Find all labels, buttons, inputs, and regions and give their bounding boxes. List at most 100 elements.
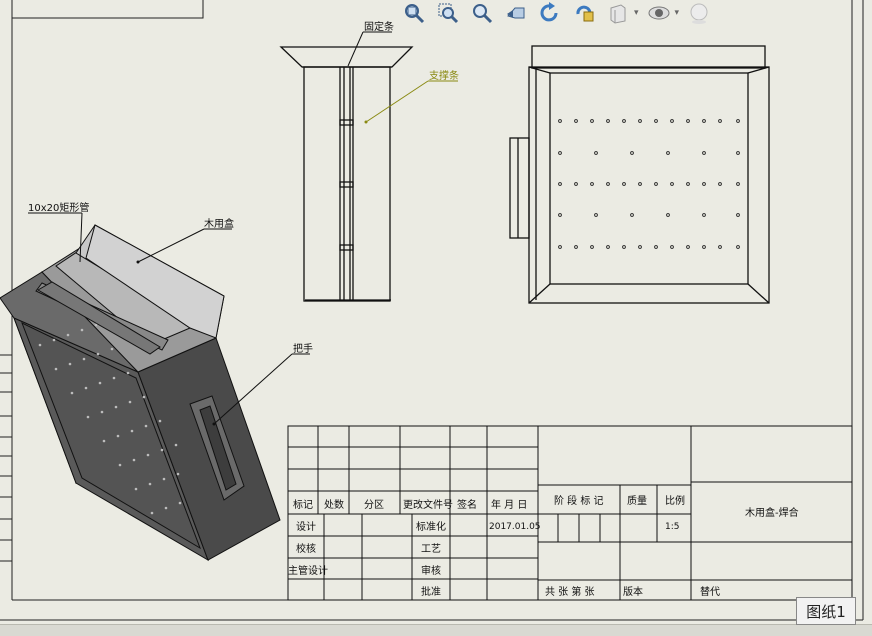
hole [574, 182, 578, 186]
iso-hole [80, 328, 84, 332]
hole [702, 151, 706, 155]
heads-up-view-toolbar: ▾ ▾ [400, 0, 780, 26]
hole [558, 119, 562, 123]
top-left-table [12, 0, 204, 19]
appearance-icon[interactable] [685, 1, 713, 25]
hole [736, 213, 740, 217]
rev-header-count: 处数 [324, 498, 344, 511]
iso-hole [148, 482, 152, 486]
rotate-icon[interactable] [536, 1, 564, 25]
hole [622, 182, 626, 186]
hole [670, 119, 674, 123]
isometric-view [0, 224, 281, 562]
section-view-icon[interactable] [604, 1, 632, 25]
iso-hole [96, 352, 100, 356]
iso-hole-pattern [38, 323, 182, 515]
stage-mark-header: 阶 段 标 记 [554, 494, 604, 507]
hide-show-items-icon[interactable] [645, 1, 673, 25]
iso-hole [164, 506, 168, 510]
chevron-down-icon[interactable]: ▾ [634, 8, 639, 18]
approval-standard: 标准化 [416, 520, 446, 533]
approval-process: 工艺 [421, 543, 441, 555]
hole [574, 119, 578, 123]
hole [654, 245, 658, 249]
previous-view-icon[interactable] [502, 1, 530, 25]
hole [686, 119, 690, 123]
iso-hole [84, 386, 88, 390]
rev-header-date: 年 月 日 [491, 498, 527, 511]
hole [574, 245, 578, 249]
iso-hole [142, 395, 146, 399]
version-label: 版本 [623, 585, 643, 598]
hole [702, 213, 706, 217]
hole [622, 245, 626, 249]
iso-hole [66, 333, 70, 337]
hole [654, 119, 658, 123]
side-view [509, 45, 770, 304]
title-block-text: 标记 处数 分区 更改文件号 签名 年 月 日 设计 校核 主管设计 标准化 工… [288, 494, 799, 598]
iso-hole [100, 410, 104, 414]
iso-hole [52, 338, 56, 342]
hole [594, 151, 598, 155]
hole [638, 182, 642, 186]
iso-hole [82, 357, 86, 361]
scale-header: 比例 [665, 494, 685, 507]
iso-hole [128, 400, 132, 404]
iso-hole [116, 434, 120, 438]
hole [622, 119, 626, 123]
iso-hole [114, 405, 118, 409]
iso-hole [178, 501, 182, 505]
approval-approve: 批准 [421, 585, 441, 598]
callout-wood-box: 木用盒 [204, 217, 234, 230]
sheet-count: 共 张 第 张 [545, 585, 595, 598]
iso-hole [94, 323, 98, 327]
leaders [28, 31, 392, 425]
iso-hole [102, 439, 106, 443]
row-chief-design: 主管设计 [288, 564, 328, 577]
callout-fixing-strip: 固定条 [364, 20, 394, 33]
iso-hole [126, 371, 130, 375]
hole [654, 182, 658, 186]
callout-support-strip: 支撑条 [429, 69, 459, 82]
chevron-down-icon[interactable]: ▾ [674, 8, 680, 18]
iso-hole [38, 343, 42, 347]
iso-hole [132, 458, 136, 462]
bottom-status-strip [0, 624, 872, 636]
iso-hole [54, 367, 58, 371]
hole [718, 245, 722, 249]
zoom-to-area-icon[interactable] [434, 1, 462, 25]
zoom-to-fit-icon[interactable] [400, 1, 428, 25]
rev-header-signature: 签名 [457, 498, 477, 511]
hole [594, 213, 598, 217]
hole [558, 182, 562, 186]
row-design: 设计 [296, 520, 316, 533]
hole [702, 245, 706, 249]
rev-header-change-doc: 更改文件号 [403, 498, 453, 511]
hole [590, 245, 594, 249]
iso-hole [176, 472, 180, 476]
rev-header-mark: 标记 [293, 499, 313, 511]
drawing-name: 木用盒-焊合 [745, 506, 799, 519]
hole [686, 245, 690, 249]
rev-header-zone: 分区 [364, 499, 384, 511]
hole [606, 182, 610, 186]
hole [630, 213, 634, 217]
hole [736, 151, 740, 155]
hole [670, 245, 674, 249]
hole [718, 182, 722, 186]
iso-hole [144, 424, 148, 428]
iso-hole [160, 448, 164, 452]
sheet-tab[interactable]: 图纸1 [796, 597, 856, 625]
hole [686, 182, 690, 186]
zoom-in-out-icon[interactable] [468, 1, 496, 25]
hole [702, 182, 706, 186]
hole [666, 151, 670, 155]
hole [702, 119, 706, 123]
title-block-grid [287, 425, 853, 601]
hole [590, 182, 594, 186]
display-style-icon[interactable] [570, 1, 598, 25]
callout-rect-tube: 10x20矩形管 [28, 201, 89, 214]
hole [736, 245, 740, 249]
weight-header: 质量 [627, 495, 647, 507]
